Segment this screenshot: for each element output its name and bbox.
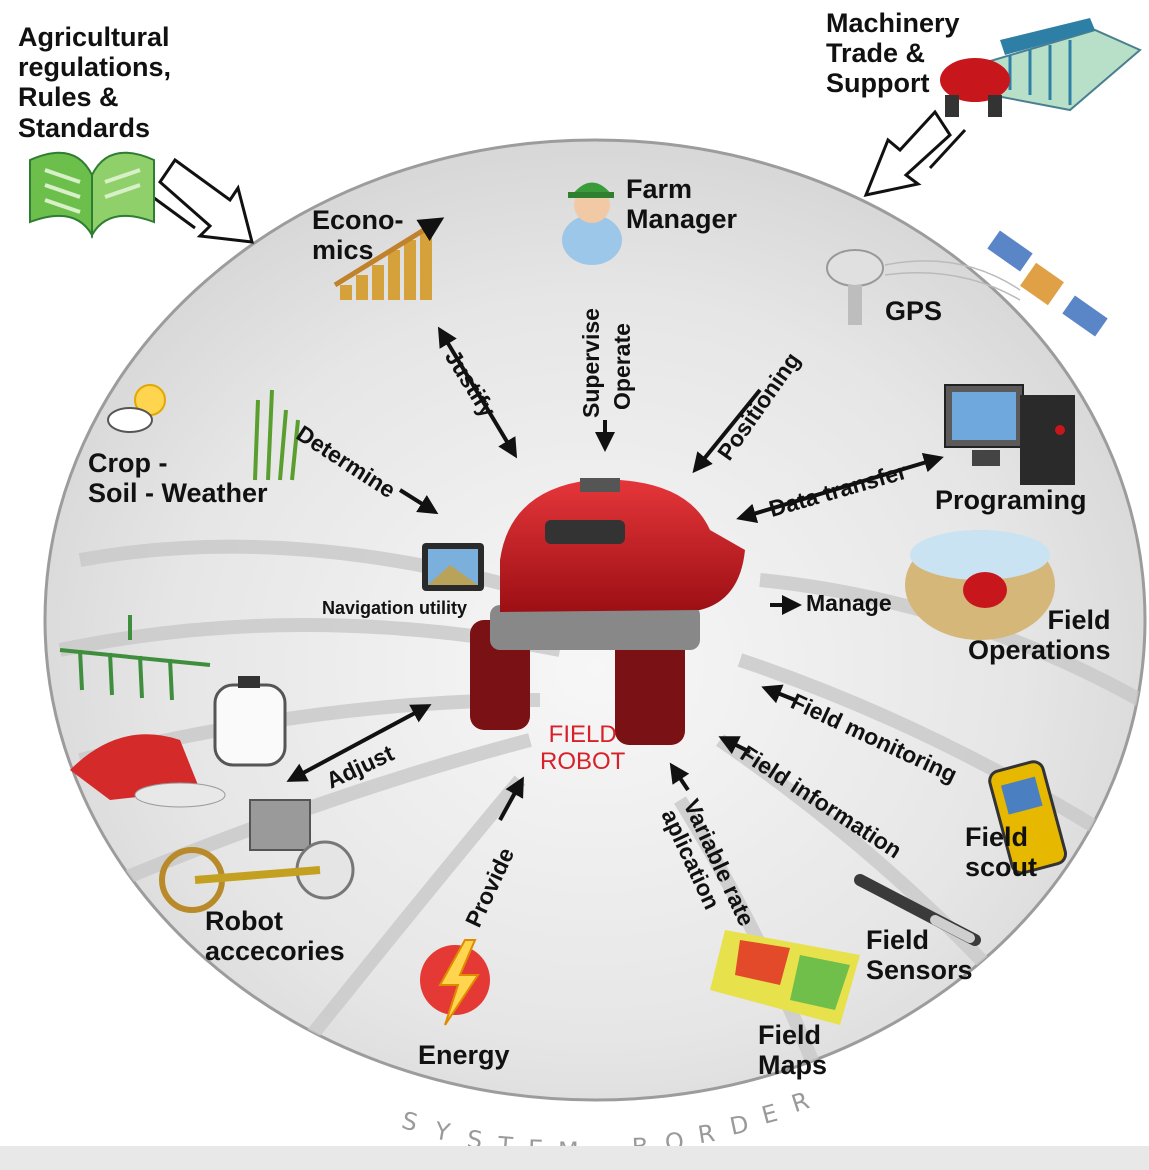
variable-rate-arrow <box>669 762 690 792</box>
book-icon <box>29 151 155 239</box>
field-operations-image <box>905 530 1055 640</box>
field-robot-icon <box>470 478 745 745</box>
robot-accessories-label: Robot accecories <box>205 906 345 967</box>
tank-icon <box>213 676 287 767</box>
footer-bar <box>0 1146 1149 1170</box>
navigation-tablet-icon <box>422 543 484 591</box>
factory-icon <box>940 18 1142 117</box>
adjust-arrow <box>286 704 432 782</box>
lightning-icon <box>420 939 490 1026</box>
satellite-icon <box>987 230 1108 337</box>
operate-label: Operate <box>609 323 635 410</box>
supervise-label: Supervise <box>578 308 604 418</box>
regulations-label: Agricultural regulations, Rules & Standa… <box>18 22 172 143</box>
mower-icon <box>70 734 226 808</box>
computer-icon <box>944 384 1075 485</box>
handheld-device-icon <box>988 760 1068 875</box>
farm-manager-icon <box>562 182 622 265</box>
data-transfer-arrow <box>736 453 944 523</box>
justify-arrow <box>437 326 518 459</box>
economics-label: Econo- mics <box>312 205 404 266</box>
field-operations-label: Field Operations <box>968 605 1111 666</box>
crop-icon <box>253 389 300 481</box>
field-sensors-label: Field Sensors <box>866 925 973 986</box>
field-monitoring-arrow <box>761 684 796 704</box>
growth-chart-icon <box>333 217 445 300</box>
field-robot-label: FIELD ROBOT <box>540 721 626 775</box>
machinery-arrow <box>863 109 967 198</box>
gps-label: GPS <box>885 296 943 326</box>
determine-arrow <box>398 488 439 515</box>
programing-label: Programing <box>935 485 1087 515</box>
positioning-arrow <box>692 388 762 474</box>
yield-map-icon <box>710 930 860 1025</box>
gps-icon <box>826 249 1021 325</box>
navigation-label: Navigation utility <box>322 598 468 618</box>
energy-label: Energy <box>418 1040 510 1070</box>
weather-icon <box>107 384 166 433</box>
field-scout-label: Field scout <box>965 822 1038 883</box>
field-information-arrow <box>718 736 751 755</box>
planter-icon <box>159 799 355 913</box>
provide-arrow <box>498 776 524 821</box>
cultivator-icon <box>59 615 211 701</box>
manage-label: Manage <box>806 590 892 616</box>
crop-soil-weather-label: Crop - Soil - Weather <box>88 448 268 509</box>
sensor-probe-icon <box>854 874 981 946</box>
machinery-label: Machinery Trade & Support <box>826 8 960 99</box>
farm-manager-label: Farm Manager <box>626 174 738 235</box>
field-maps-label: Field Maps <box>758 1020 828 1081</box>
regulations-arrow <box>149 157 255 244</box>
